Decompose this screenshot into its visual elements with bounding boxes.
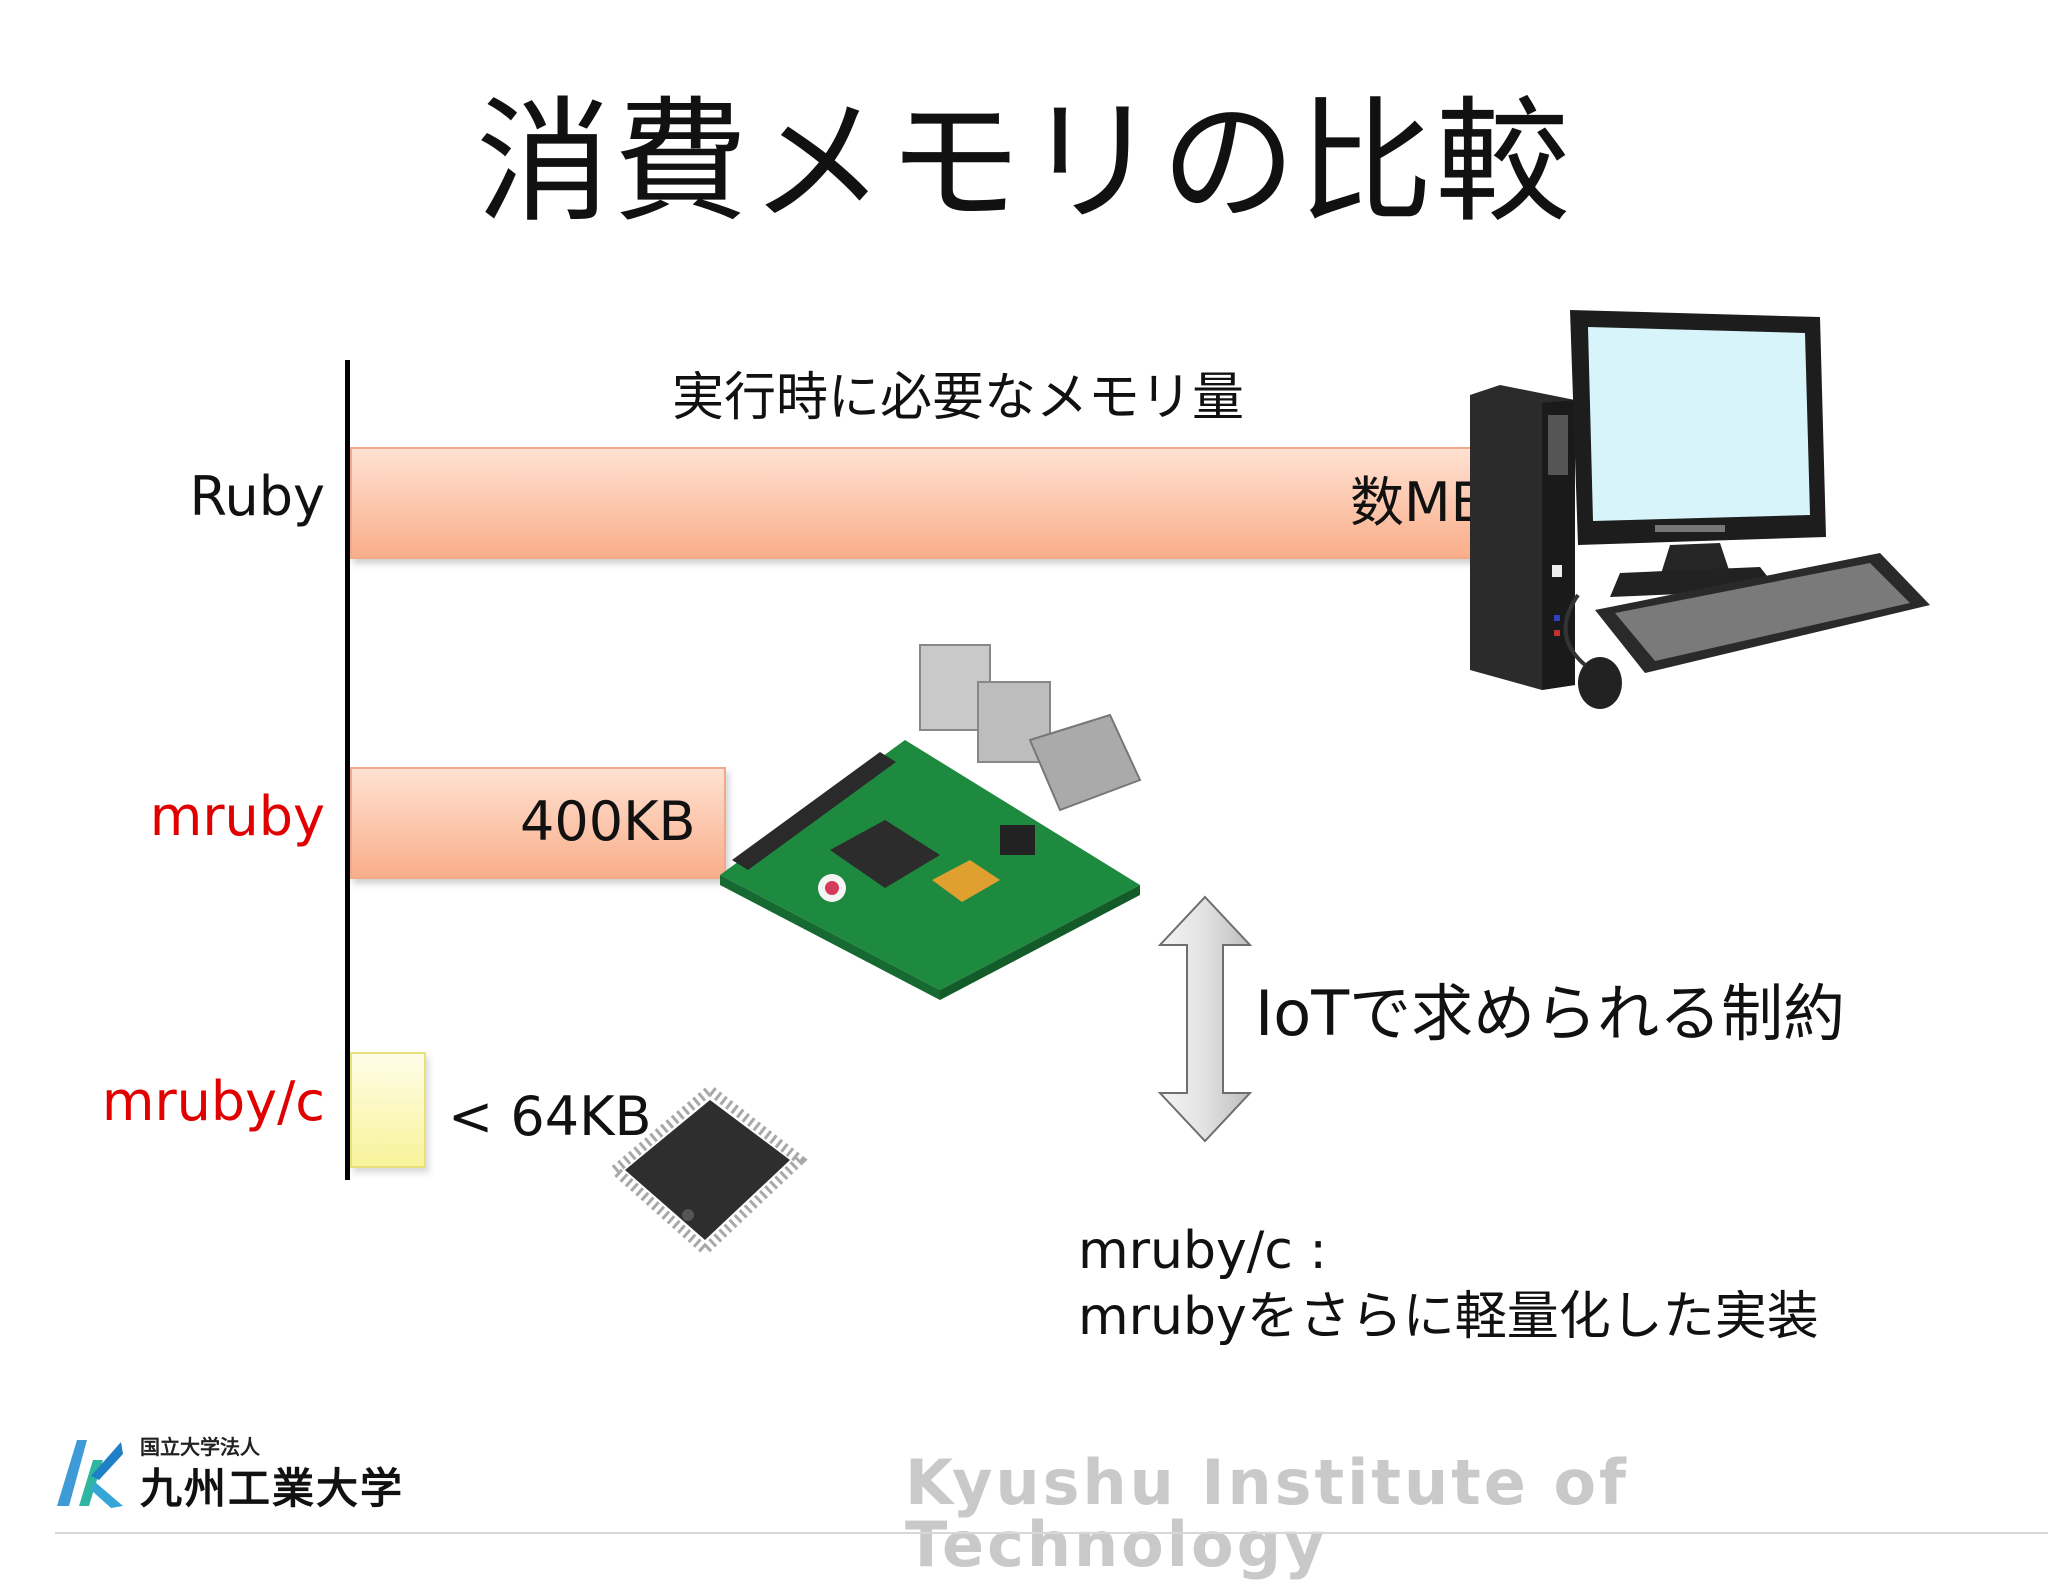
- microcontroller-chip-icon: [600, 1075, 810, 1269]
- row-label-mrubyc: mruby/c: [101, 1070, 325, 1133]
- bar-value-mruby: 400KB: [520, 790, 696, 853]
- university-name: 九州工業大学: [140, 1464, 405, 1513]
- bar-mruby: [350, 767, 726, 879]
- row-label-mruby: mruby: [149, 785, 325, 848]
- note-line-1: mruby/c :: [1078, 1221, 1327, 1281]
- slide-title: 消費メモリの比較: [476, 84, 1572, 241]
- double-arrow-icon: [1155, 895, 1255, 1149]
- note-line-2: mrubyをさらに軽量化した実装: [1078, 1287, 1819, 1347]
- university-small-label: 国立大学法人: [140, 1435, 260, 1459]
- iot-constraint-text: IoTで求められる制約: [1255, 977, 1846, 1050]
- axis-line: [345, 360, 350, 1180]
- footer-divider: [55, 1532, 2048, 1534]
- footer-watermark: Kyushu Institute of Technology: [905, 1446, 1630, 1581]
- kyutech-logo-icon: [55, 1436, 125, 1514]
- raspberry-pi-board-icon: [700, 630, 1160, 1004]
- bar-mrubyc: [350, 1052, 426, 1168]
- row-label-ruby: Ruby: [189, 465, 325, 528]
- bar-ruby: [350, 447, 1542, 559]
- desktop-computer-icon: [1460, 305, 1940, 719]
- bar-value-ruby: 数MB: [1350, 471, 1488, 534]
- bar-value-mrubyc: < 64KB: [448, 1085, 652, 1148]
- bar-chart-caption: 実行時に必要なメモリ量: [672, 368, 1245, 428]
